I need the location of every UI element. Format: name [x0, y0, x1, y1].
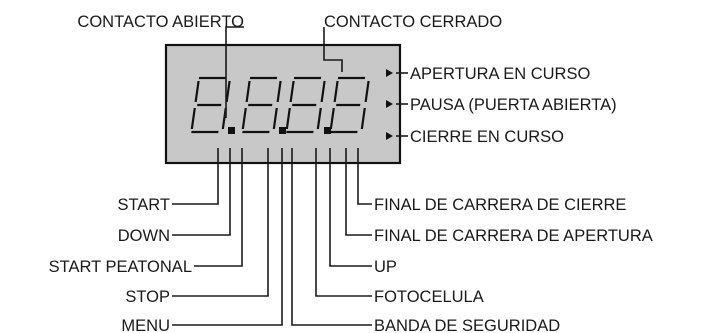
- digit-4: [329, 76, 370, 134]
- arrow-closing-icon: [386, 132, 393, 140]
- input-final-cierre: FINAL DE CARRERA DE CIERRE: [374, 196, 626, 214]
- status-pause: PAUSA (PUERTA ABIERTA): [410, 96, 617, 114]
- leader-fotocelula: [315, 148, 372, 297]
- decimal-point-2: [279, 127, 286, 134]
- input-banda: BANDA DE SEGURIDAD: [374, 317, 560, 333]
- arrow-pause-icon: [386, 100, 393, 108]
- leader-start-peatonal: [194, 148, 243, 267]
- leader-final-apertura: [345, 148, 372, 236]
- leader-down: [172, 148, 231, 236]
- leader-menu: [172, 148, 283, 326]
- leader-start: [172, 148, 219, 205]
- input-final-apertura: FINAL DE CARRERA DE APERTURA: [374, 227, 653, 245]
- seven-segment-digits: [190, 76, 370, 134]
- arrow-opening-icon: [386, 69, 393, 77]
- input-down: DOWN: [118, 227, 170, 245]
- label-contact-closed: CONTACTO CERRADO: [324, 13, 502, 31]
- input-stop: STOP: [125, 288, 170, 306]
- leader-contact-open: [225, 26, 244, 118]
- leader-up: [329, 148, 372, 267]
- leader-contact-closed: [323, 27, 343, 72]
- decimal-point-1: [228, 127, 235, 134]
- digit-3: [285, 76, 326, 134]
- digit-2: [241, 76, 282, 134]
- decimal-point-3: [324, 127, 331, 134]
- status-opening: APERTURA EN CURSO: [410, 65, 590, 83]
- leader-final-cierre: [357, 148, 372, 205]
- digit-1: [190, 76, 231, 134]
- input-start-peatonal: START PEATONAL: [49, 258, 192, 276]
- input-up: UP: [374, 258, 397, 276]
- input-menu: MENU: [121, 317, 170, 333]
- leader-banda: [291, 148, 372, 326]
- label-contact-open: CONTACTO ABIERTO: [77, 13, 244, 31]
- input-start: START: [117, 196, 170, 214]
- leader-stop: [172, 148, 269, 297]
- status-closing: CIERRE EN CURSO: [410, 128, 564, 146]
- input-fotocelula: FOTOCELULA: [374, 288, 484, 306]
